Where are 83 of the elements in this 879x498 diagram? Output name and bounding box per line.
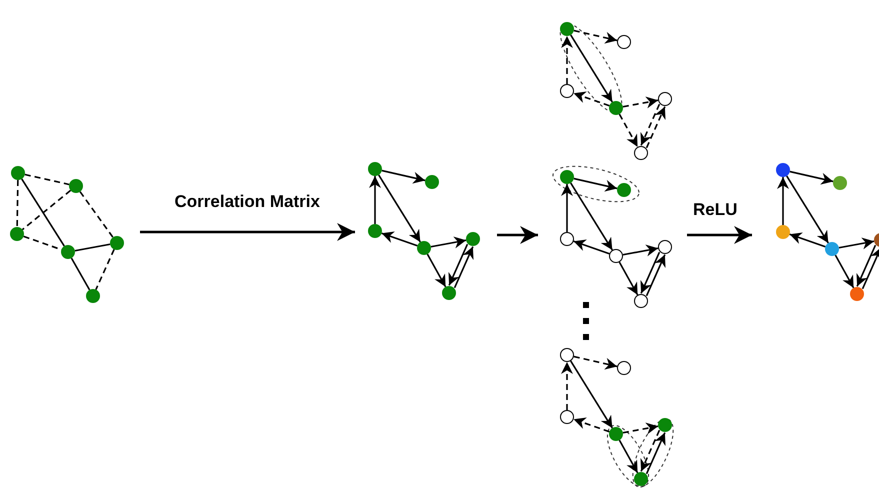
graph-node [634,472,648,486]
graph-node [634,146,648,160]
arrow [622,422,658,434]
arrow [789,232,826,248]
arrow [574,356,618,370]
arrow [618,114,638,148]
arrow [381,232,418,246]
graph-node [617,361,631,375]
graph-node [850,287,864,301]
graph-node [658,92,672,106]
arrow [561,362,573,410]
arrow [856,244,876,287]
graph-node [776,225,790,239]
connector-line [24,174,70,186]
graph-node [466,232,480,246]
connector-line [22,190,72,230]
graph-node [417,241,431,255]
graph-node [617,183,631,197]
graph-node [368,224,382,238]
graph-node [617,35,631,49]
arrow [369,176,381,224]
graph-node [11,166,25,180]
graph-node [609,249,623,263]
arrow [378,174,421,242]
graph-node [10,227,24,241]
arrow [426,254,446,288]
arrow [430,236,466,248]
graph-node [658,418,672,432]
graph-node [833,176,847,190]
arrow [573,418,610,432]
graph-node [86,289,100,303]
arrow [573,240,610,254]
graph-node [368,162,382,176]
arrow [777,177,789,225]
arrow [618,262,638,296]
graph-node [609,427,623,441]
arrow [574,178,618,192]
graph-node [560,348,574,362]
graph-node [110,236,124,250]
connector-line [95,249,115,290]
graph-node [560,84,574,98]
graph-node [69,179,83,193]
graph-node [560,170,574,184]
graph-node [634,294,648,308]
graph-node [825,242,839,256]
connector-line [70,258,90,290]
arrow [561,36,573,84]
arrow [640,252,660,294]
arrow [790,170,834,185]
arrow [573,92,610,106]
arrow [382,170,426,184]
graph-node [442,286,456,300]
arrow [646,106,666,148]
arrow [786,176,829,244]
arrow [574,30,618,44]
connector-line [21,178,65,247]
arrow [646,432,666,474]
arrow [646,254,666,296]
connector-line [79,191,114,238]
graph-node [658,240,672,254]
graph-node [425,175,439,189]
arrow [838,238,874,250]
arrow [618,440,638,474]
graph-node [560,22,574,36]
arrow [570,182,613,250]
arrow [640,104,660,146]
arrow [570,360,613,428]
graph-node [609,101,623,115]
arrow [622,96,658,108]
arrow [834,254,854,288]
graph-node [560,232,574,246]
graph-node [61,245,75,259]
arrow [862,247,879,290]
arrow [622,244,658,256]
graph-node [560,410,574,424]
graph-node [776,163,790,177]
arrow [640,430,660,472]
connector-line [16,180,19,228]
arrow [454,246,474,288]
arrow [561,184,573,232]
arrow [570,34,613,102]
connector-line [74,243,110,252]
arrow [448,244,468,286]
